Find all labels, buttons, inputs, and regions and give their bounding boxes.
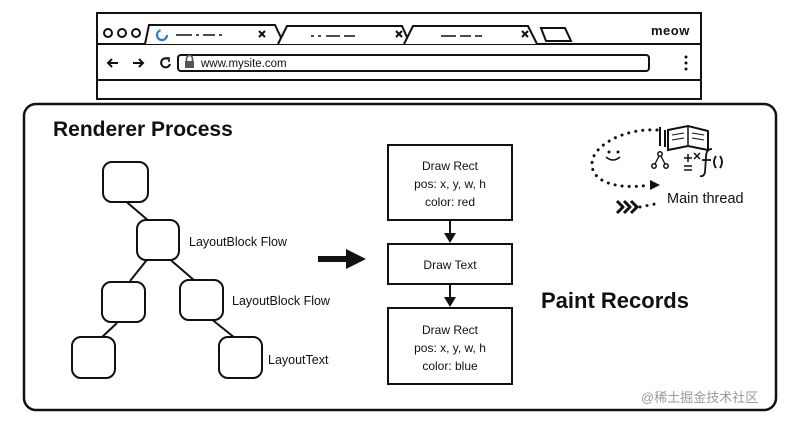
layout-tree-leaf-node-left bbox=[71, 336, 116, 379]
layout-tree-root-node bbox=[102, 161, 149, 203]
maximize-window-icon[interactable] bbox=[131, 28, 141, 38]
orbit-arrowhead-icon bbox=[650, 180, 660, 190]
address-bar[interactable] bbox=[177, 54, 650, 72]
flow-arrow-1 bbox=[444, 220, 456, 243]
draw-rect-blue-line-1: Draw Rect bbox=[422, 323, 479, 337]
draw-rect-red-box bbox=[387, 144, 513, 221]
minimize-window-icon[interactable] bbox=[117, 28, 127, 38]
forward-arrow-icon[interactable] bbox=[133, 58, 145, 68]
layout-text-label: LayoutText bbox=[268, 353, 329, 367]
renderer-process-title: Renderer Process bbox=[53, 118, 233, 141]
draw-rect-blue-line-3: color: blue bbox=[422, 359, 478, 373]
tab-3-close-icon[interactable] bbox=[521, 30, 529, 38]
transform-arrow bbox=[318, 249, 366, 269]
dotted-orbit-path bbox=[590, 128, 659, 188]
tab-2[interactable] bbox=[277, 25, 411, 45]
face-doodle-icon bbox=[605, 150, 621, 161]
book-icon bbox=[667, 124, 709, 152]
watermark-text: @稀土掘金技术社区 bbox=[641, 390, 758, 405]
layout-block-flow-node-2 bbox=[179, 279, 224, 321]
browser-brand: meow bbox=[651, 23, 690, 38]
lock-icon bbox=[185, 54, 194, 68]
layout-text-node bbox=[218, 336, 263, 379]
layout-block-flow-node-1 bbox=[136, 219, 180, 261]
tab-2-close-icon[interactable] bbox=[395, 30, 403, 38]
draw-rect-red-line-2: pos: x, y, w, h bbox=[414, 177, 486, 191]
loading-spinner-icon bbox=[155, 28, 169, 42]
tree-icon bbox=[651, 151, 669, 169]
flow-arrow-2 bbox=[444, 284, 456, 307]
main-thread-doodle bbox=[590, 124, 723, 215]
menu-dots-icon[interactable] bbox=[684, 55, 688, 71]
pencil-icon bbox=[659, 127, 666, 147]
url-text: www.mysite.com bbox=[200, 58, 287, 70]
draw-text-line-1: Draw Text bbox=[423, 258, 477, 272]
math-symbols-icon bbox=[684, 152, 701, 171]
layout-block-flow-label-2: LayoutBlock Flow bbox=[232, 294, 331, 308]
tab-3[interactable] bbox=[403, 25, 538, 45]
tab-1[interactable] bbox=[144, 24, 285, 45]
layout-block-flow-label-1: LayoutBlock Flow bbox=[189, 235, 288, 249]
new-tab-button[interactable] bbox=[539, 27, 573, 42]
draw-rect-red-line-1: Draw Rect bbox=[422, 159, 479, 173]
tab-strip bbox=[144, 24, 573, 45]
close-window-icon[interactable] bbox=[103, 28, 113, 38]
chevrons-icon bbox=[615, 199, 639, 215]
tab-1-close-icon[interactable] bbox=[258, 30, 266, 38]
function-icon bbox=[699, 148, 723, 178]
draw-rect-blue-line-2: pos: x, y, w, h bbox=[414, 341, 486, 355]
draw-text-box bbox=[387, 243, 513, 285]
back-arrow-icon[interactable] bbox=[106, 58, 118, 68]
window-controls[interactable] bbox=[103, 28, 141, 38]
paint-records-label: Paint Records bbox=[541, 288, 689, 313]
reload-icon[interactable] bbox=[160, 57, 171, 69]
layout-tree-node-left bbox=[101, 281, 146, 323]
main-thread-label: Main thread bbox=[667, 191, 744, 207]
draw-rect-blue-box bbox=[387, 307, 513, 385]
draw-rect-red-line-3: color: red bbox=[425, 195, 475, 209]
